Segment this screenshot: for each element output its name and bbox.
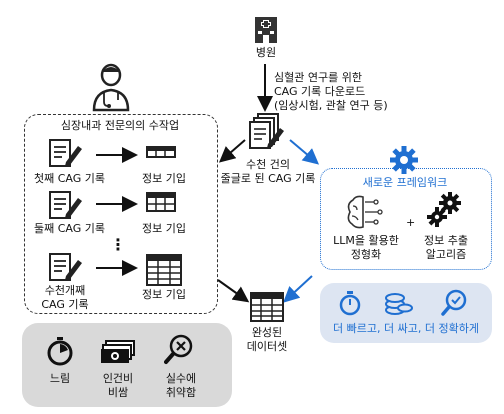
document-edit-icon bbox=[49, 139, 82, 167]
table-small-icon bbox=[146, 146, 176, 158]
final-line1: 완성된 bbox=[251, 326, 283, 339]
document-edit-icon bbox=[49, 191, 82, 219]
ai-brain-icon bbox=[347, 195, 383, 229]
arrow-records-to-manual bbox=[218, 139, 246, 163]
money-icon bbox=[101, 340, 135, 363]
framework-plus: + bbox=[406, 216, 416, 229]
document-stack-icon bbox=[249, 113, 284, 149]
arrow-records-to-framework bbox=[289, 139, 320, 165]
problem-cost-line2: 비쌈 bbox=[107, 386, 129, 399]
framework-title: 새로운 프레임워크 bbox=[362, 176, 448, 189]
algo-line2: 알고리즘 bbox=[425, 248, 467, 261]
problem-slow-label: 느림 bbox=[49, 372, 71, 385]
row1-entry-label: 정보 기입 bbox=[142, 172, 186, 185]
gears-icon bbox=[427, 192, 461, 227]
document-edit-icon bbox=[49, 253, 82, 281]
benefits-text: 더 빠르고, 더 싸고, 더 정확하게 bbox=[333, 322, 479, 335]
row3-label-line1: 수천개째 bbox=[44, 284, 86, 297]
table-large-icon bbox=[146, 254, 182, 286]
row3-label-line2: CAG 기록 bbox=[41, 298, 89, 311]
final-line2: 데이터셋 bbox=[246, 340, 288, 353]
table-medium-icon bbox=[146, 192, 176, 212]
center-docs-line1: 수천 건의 bbox=[246, 158, 290, 171]
row2-label: 둘째 CAG 기록 bbox=[34, 222, 106, 235]
download-note-line1: 심혈관 연구를 위한 bbox=[274, 71, 362, 84]
problem-error-line1: 실수에 bbox=[165, 372, 197, 385]
arrow-manual-to-dataset bbox=[217, 279, 250, 303]
dataset-table-icon bbox=[250, 292, 284, 322]
manual-work-box bbox=[24, 114, 218, 314]
hospital-label: 병원 bbox=[255, 46, 277, 59]
stopwatch-icon bbox=[47, 337, 73, 366]
center-docs-line2: 줄글로 된 CAG 기록 bbox=[220, 172, 316, 185]
llm-line2: 정형화 bbox=[350, 248, 382, 261]
coins-icon bbox=[385, 293, 413, 315]
problem-cost-line1: 인건비 bbox=[102, 372, 134, 385]
algo-line1: 정보 추출 bbox=[424, 234, 468, 247]
hospital-icon bbox=[255, 17, 277, 43]
llm-line1: LLM을 활용한 bbox=[333, 234, 399, 247]
row2-entry-label: 정보 기입 bbox=[142, 222, 186, 235]
stopwatch-icon bbox=[339, 291, 361, 316]
check-magnifier-icon bbox=[441, 289, 467, 316]
problem-error-line2: 취약함 bbox=[165, 386, 197, 399]
arrow-framework-to-dataset bbox=[283, 275, 313, 303]
manual-title: 심장내과 전문의의 수작업 bbox=[60, 119, 180, 132]
doctor-icon bbox=[92, 63, 130, 112]
download-note-line2: CAG 기록 다운로드 bbox=[274, 85, 366, 98]
row3-entry-label: 정보 기입 bbox=[142, 288, 186, 301]
error-magnifier-icon bbox=[164, 334, 193, 364]
row1-label: 첫째 CAG 기록 bbox=[34, 172, 106, 185]
gear-icon bbox=[390, 146, 418, 174]
ellipsis: ⋮ bbox=[110, 235, 126, 254]
download-note-line3: (임상시험, 관찰 연구 등) bbox=[274, 99, 388, 112]
